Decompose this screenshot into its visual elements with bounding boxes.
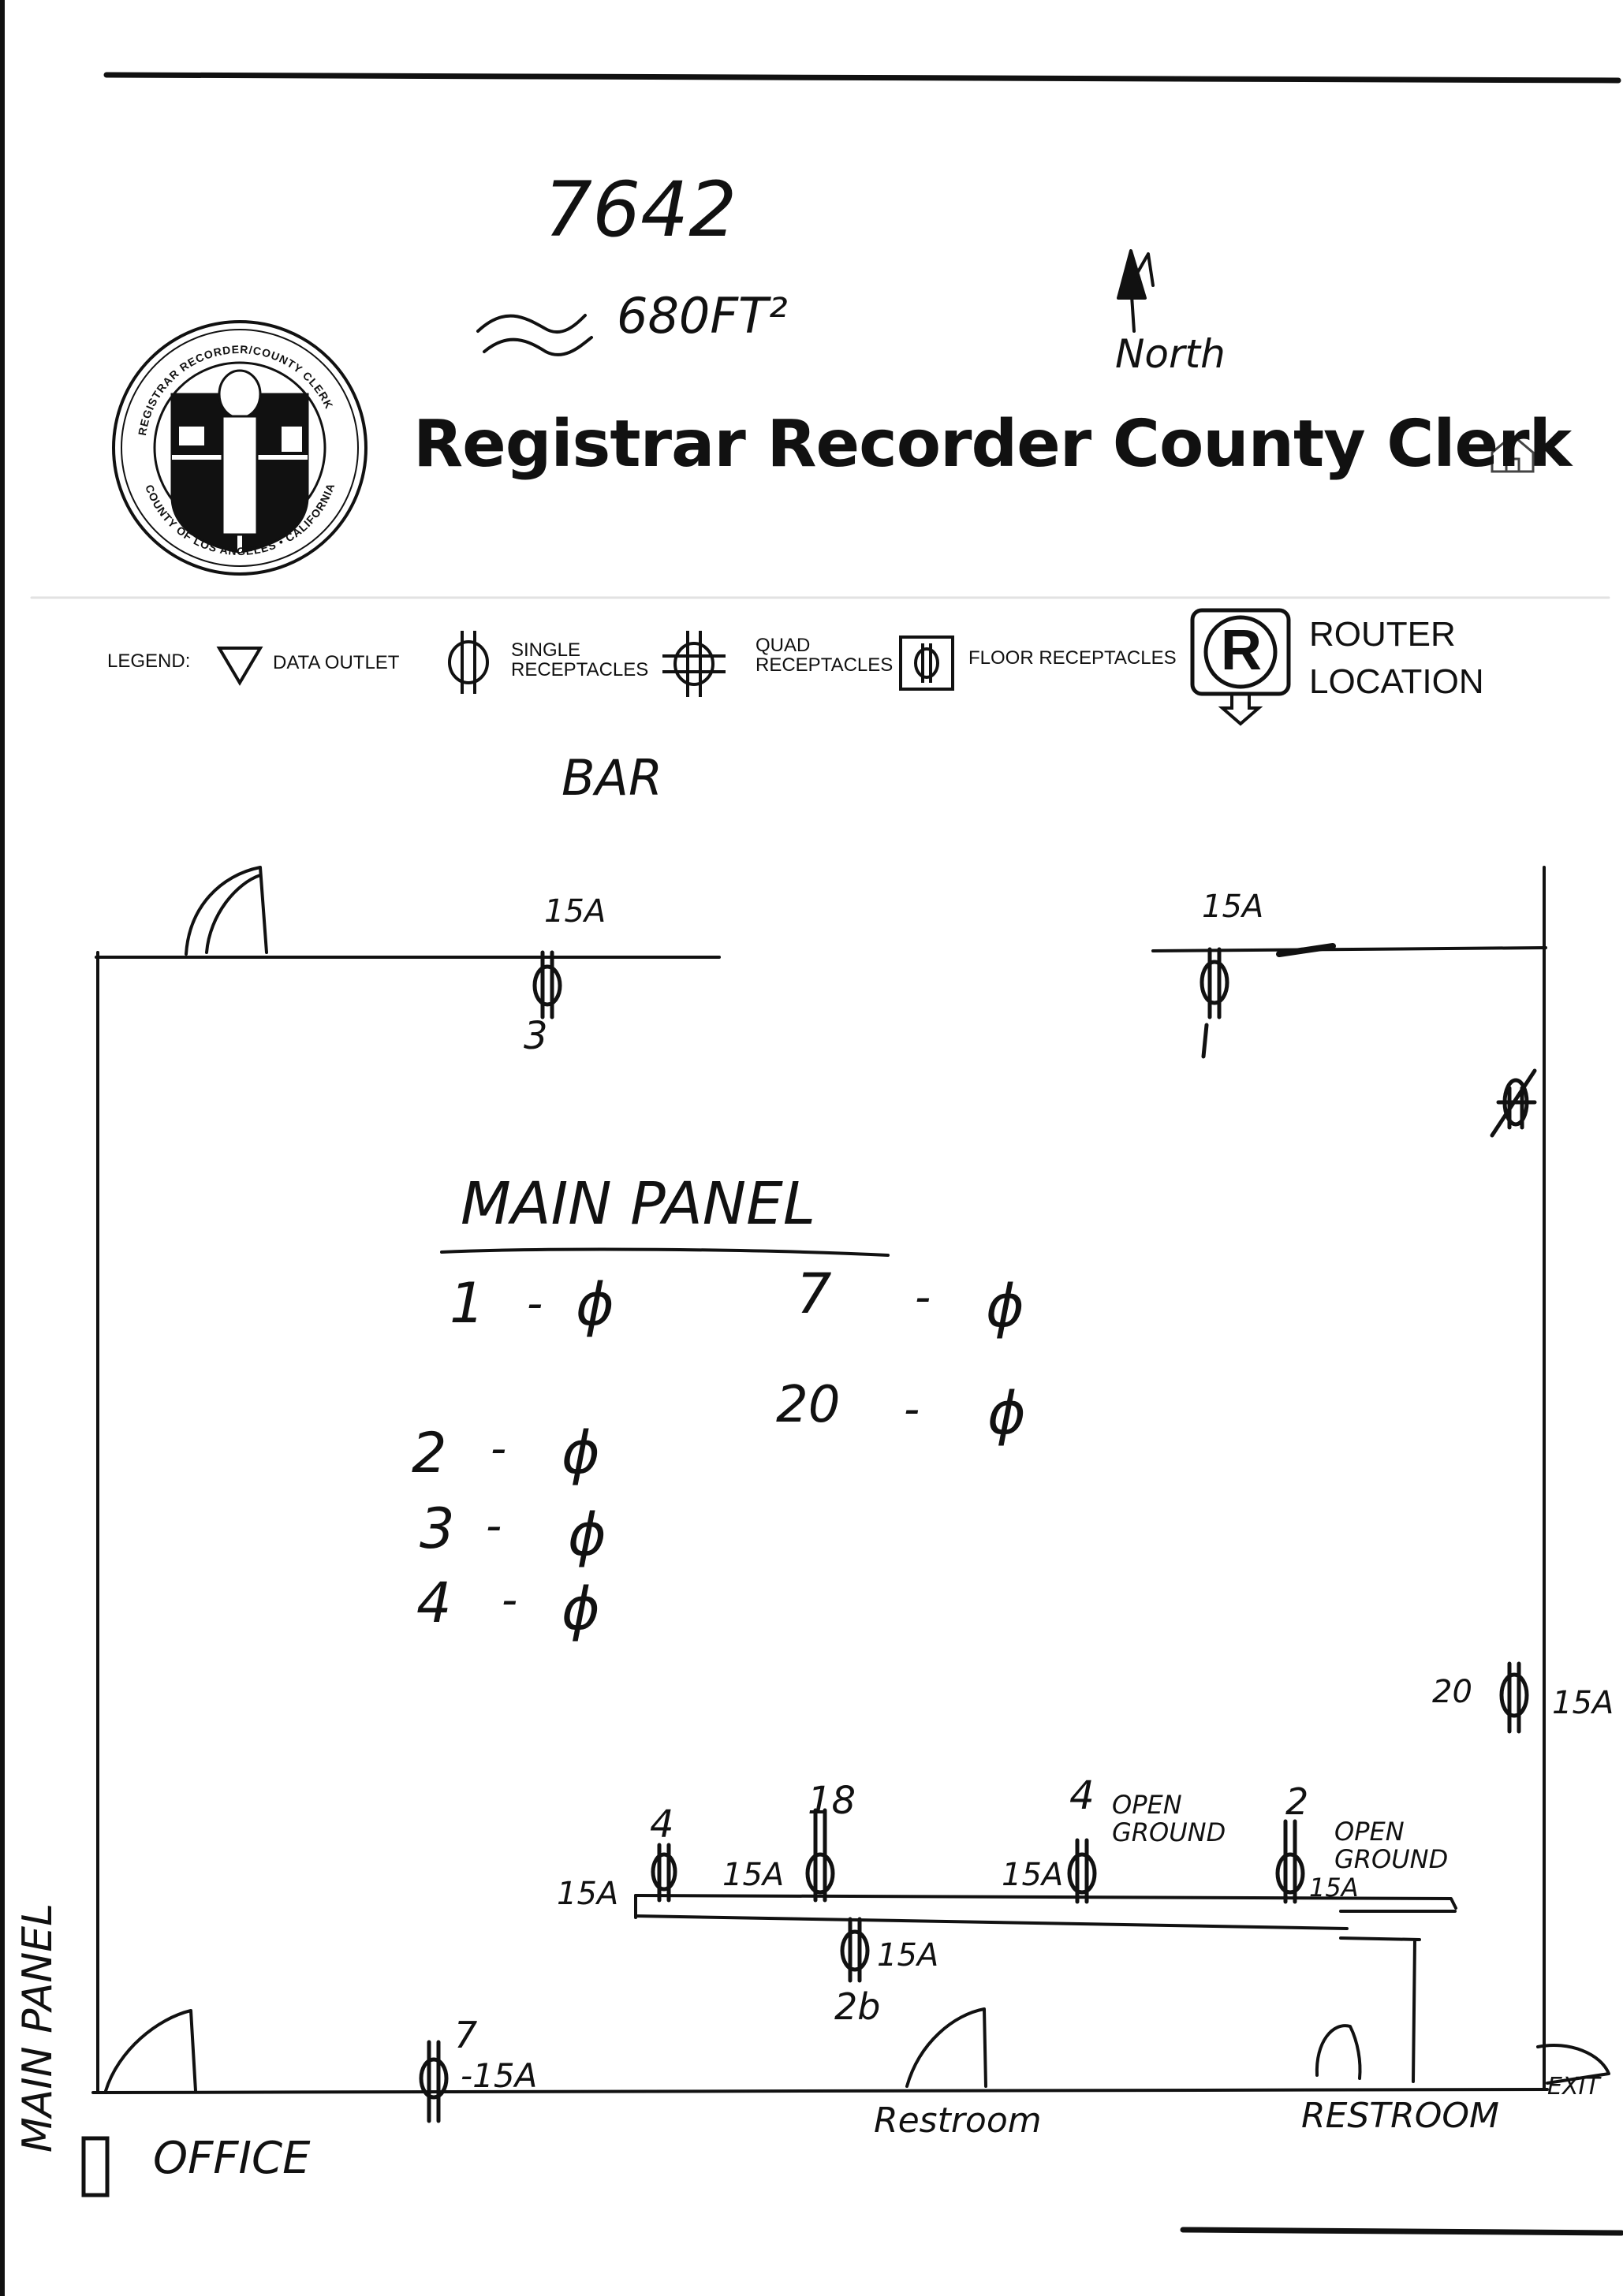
amp-counter-d: 15A xyxy=(1309,1873,1359,1903)
circuit-south: 7 xyxy=(454,2014,478,2056)
amp-counter-c: 15A xyxy=(1002,1857,1064,1893)
amp-north-right: 15A xyxy=(1202,889,1264,925)
page-title: Registrar Recorder County Clerk xyxy=(413,407,1572,482)
approx-tilde xyxy=(476,314,593,356)
door-swing-restroom1 xyxy=(905,2007,987,2088)
router-glyph: R xyxy=(1221,619,1262,682)
note-open-ground-1: OPEN GROUND xyxy=(1112,1790,1226,1848)
doc-number: 7642 xyxy=(544,166,737,254)
floor-receptacle-icon xyxy=(899,636,954,691)
circuit-counter-d: 2 xyxy=(1285,1780,1309,1823)
counter-line-bottom xyxy=(634,1914,1349,1930)
breaker-1-num: 1 xyxy=(450,1271,485,1336)
legend-label: LEGEND: xyxy=(107,650,191,672)
amp-counter-a: 15A xyxy=(557,1876,619,1912)
breaker-20-sep: - xyxy=(904,1384,920,1435)
south-wall xyxy=(91,2088,1549,2094)
circuit-counter-b: 18 xyxy=(808,1779,856,1823)
quad-receptacle-icon xyxy=(662,631,726,697)
amp-south: -15A xyxy=(461,2056,538,2095)
main-panel-underline xyxy=(440,1247,890,1257)
north-arrow-icon xyxy=(1117,249,1155,333)
counter-stub xyxy=(1339,1910,1457,2083)
counter-line-top xyxy=(634,1894,1457,1910)
breaker-1-mark: ɸ xyxy=(576,1271,614,1339)
home-icon xyxy=(1491,434,1535,473)
quad-receptacle-east-icon xyxy=(1490,1068,1537,1138)
breaker-3-sep: - xyxy=(486,1500,502,1552)
restroom-1-label: Restroom xyxy=(874,2100,1042,2141)
breaker-4-sep: - xyxy=(502,1575,518,1626)
circuit-east: 20 xyxy=(1432,1674,1472,1710)
circuit-under-counter: 2b xyxy=(834,1985,881,2028)
single-receptacle-counter-d-icon xyxy=(1275,1819,1305,1904)
door-swing-restroom2 xyxy=(1315,2024,1362,2080)
breaker-7-mark: ɸ xyxy=(986,1273,1024,1340)
main-panel-title: MAIN PANEL xyxy=(461,1170,816,1238)
office-label: OFFICE xyxy=(153,2133,311,2184)
breaker-4-mark: ɸ xyxy=(562,1575,600,1643)
single-receptacle-icon xyxy=(448,631,489,694)
svg-text:REGISTRAR RECORDER/COUNTY CLER: REGISTRAR RECORDER/COUNTY CLERK xyxy=(136,343,336,437)
router-label-line2: LOCATION xyxy=(1309,662,1484,701)
svg-text:COUNTY OF LOS ANGELES • CALIFO: COUNTY OF LOS ANGELES • CALIFORNIA xyxy=(143,481,337,557)
main-panel-side-label: MAIN PANEL xyxy=(14,1903,62,2153)
legend-single-receptacles: SINGLE RECEPTACLES xyxy=(511,639,649,681)
north-wall-right xyxy=(1151,946,1547,952)
single-receptacle-under-counter-icon xyxy=(840,1917,870,1983)
circuit-north-left: 3 xyxy=(524,1014,548,1058)
county-seal-ring: REGISTRAR RECORDER/COUNTY CLERK COUNTY O… xyxy=(136,343,337,557)
north-label: North xyxy=(1115,331,1226,377)
data-outlet-triangle-icon xyxy=(216,647,263,686)
breaker-2-num: 2 xyxy=(412,1421,447,1485)
breaker-3-num: 3 xyxy=(420,1496,455,1561)
amp-east: 15A xyxy=(1552,1685,1614,1721)
legend-data-outlet: DATA OUTLET xyxy=(273,652,400,673)
breaker-1-sep: - xyxy=(527,1278,543,1329)
breaker-3-mark: ɸ xyxy=(568,1501,606,1569)
breaker-4-num: 4 xyxy=(416,1571,452,1635)
breaker-20-mark: ɸ xyxy=(987,1380,1026,1448)
main-panel-box-icon xyxy=(81,2136,110,2197)
exit-label: EXIT xyxy=(1547,2073,1600,2100)
door-swing-north xyxy=(185,866,268,956)
breaker-2-mark: ɸ xyxy=(562,1419,600,1487)
breaker-2-sep: - xyxy=(491,1423,507,1474)
legend-quad-receptacles: QUAD RECEPTACLES xyxy=(756,635,894,676)
single-receptacle-east-icon xyxy=(1499,1661,1529,1734)
north-wall-mark xyxy=(1276,943,1336,957)
county-seal-icon xyxy=(112,320,368,576)
router-location-icon xyxy=(1190,608,1291,726)
legend-floor-receptacles: FLOOR RECEPTACLES xyxy=(968,647,1177,669)
amp-counter-b: 15A xyxy=(722,1857,785,1893)
circuit-counter-a: 4 xyxy=(650,1802,674,1847)
single-receptacle-counter-c-icon xyxy=(1067,1838,1097,1904)
note-open-ground-2: OPEN GROUND xyxy=(1334,1817,1449,1875)
single-receptacle-counter-b-icon xyxy=(805,1808,835,1903)
top-rule xyxy=(103,72,1621,84)
single-receptacle-counter-a-icon xyxy=(651,1843,677,1903)
single-receptacle-north-left-icon xyxy=(532,950,562,1019)
area-label: 680FT² xyxy=(617,287,788,345)
breaker-7-sep: - xyxy=(915,1272,931,1323)
single-receptacle-south-icon xyxy=(419,2040,449,2123)
amp-north-left: 15A xyxy=(544,893,606,930)
bar-label: BAR xyxy=(562,749,663,807)
bottom-rule xyxy=(1180,2227,1623,2236)
single-receptacle-north-right-icon xyxy=(1200,947,1229,1059)
door-swing-office xyxy=(104,2009,197,2093)
amp-under-counter: 15A xyxy=(877,1937,939,1974)
door-swing-exit xyxy=(1536,2044,1610,2085)
breaker-7-num: 7 xyxy=(797,1262,832,1326)
circuit-counter-c: 4 xyxy=(1069,1772,1095,1818)
breaker-20-num: 20 xyxy=(776,1376,841,1434)
restroom-2-label: RESTROOM xyxy=(1301,2096,1499,2136)
router-label-line1: ROUTER xyxy=(1309,615,1456,654)
